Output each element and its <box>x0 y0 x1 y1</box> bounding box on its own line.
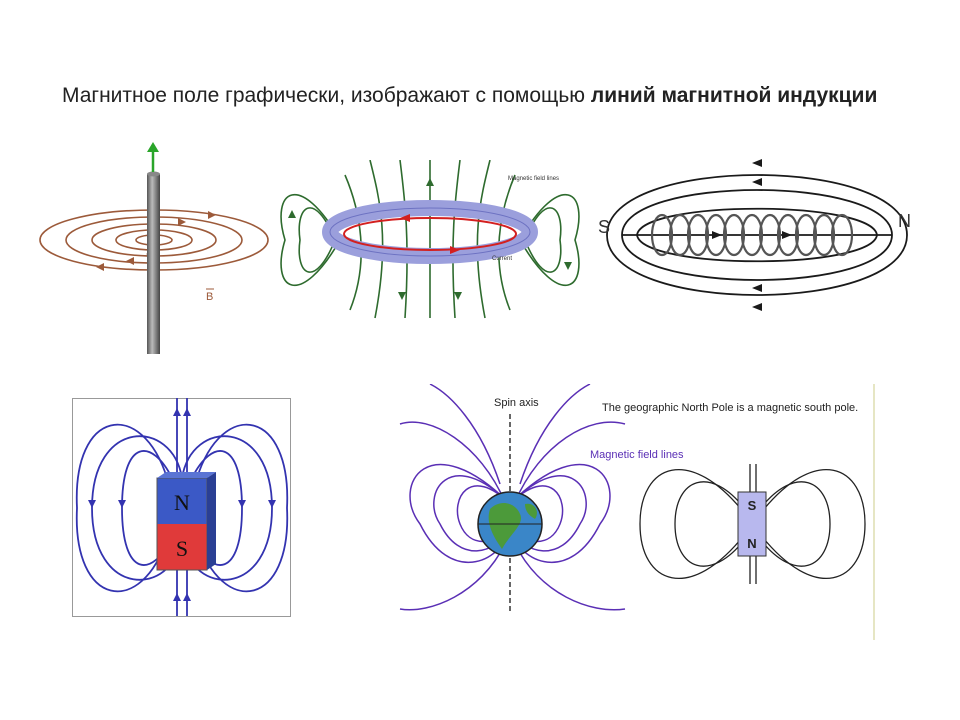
spin-axis-label: Spin axis <box>494 397 539 409</box>
solenoid-field-arrows <box>712 159 792 311</box>
solenoid-s-label: S <box>598 217 610 237</box>
inner-magnet-n-label: N <box>747 536 756 551</box>
heading-bold-text: линий магнитной индукции <box>590 84 878 107</box>
inner-magnet-s-label: S <box>748 498 757 513</box>
magnet-south-pole <box>157 524 207 570</box>
north-pole-caption: The geographic North Pole is a magnetic … <box>602 402 858 414</box>
b-vector-label: B <box>206 291 213 303</box>
field-lines-label: Magnetic field lines <box>508 176 559 182</box>
inner-magnet <box>737 491 767 557</box>
earth-field-figure: Spin axis The geographic North Pole is a… <box>390 384 880 644</box>
current-path <box>343 217 517 251</box>
solenoid-field-lines <box>606 174 908 296</box>
solenoid-coil <box>650 213 854 257</box>
magnet-north-pole <box>157 478 207 524</box>
page-heading: Магнитное поле графически, изображают с … <box>62 80 902 111</box>
earth-field-lines <box>399 384 626 611</box>
magnet-n-label: N <box>174 490 190 515</box>
ring-field-figure: Magnetic field lines Current <box>280 160 580 320</box>
wire-conductor <box>147 174 160 354</box>
ring-field-arrows <box>288 178 572 300</box>
ring-field-lines <box>280 160 580 319</box>
bar-magnet-figure: N S <box>72 398 292 618</box>
magnet-field-arrows <box>88 408 276 601</box>
solenoid-figure: S N <box>592 155 922 320</box>
magnet-s-label: S <box>176 536 188 561</box>
heading-plain-text: Магнитное поле графически, изображают с … <box>62 84 591 107</box>
solenoid-n-label: N <box>898 211 911 231</box>
inner-magnet-field-lines <box>639 464 866 584</box>
current-label: Current <box>492 256 512 262</box>
magnetic-field-lines-label: Magnetic field lines <box>590 449 684 461</box>
wire-field-figure: B <box>36 140 272 360</box>
